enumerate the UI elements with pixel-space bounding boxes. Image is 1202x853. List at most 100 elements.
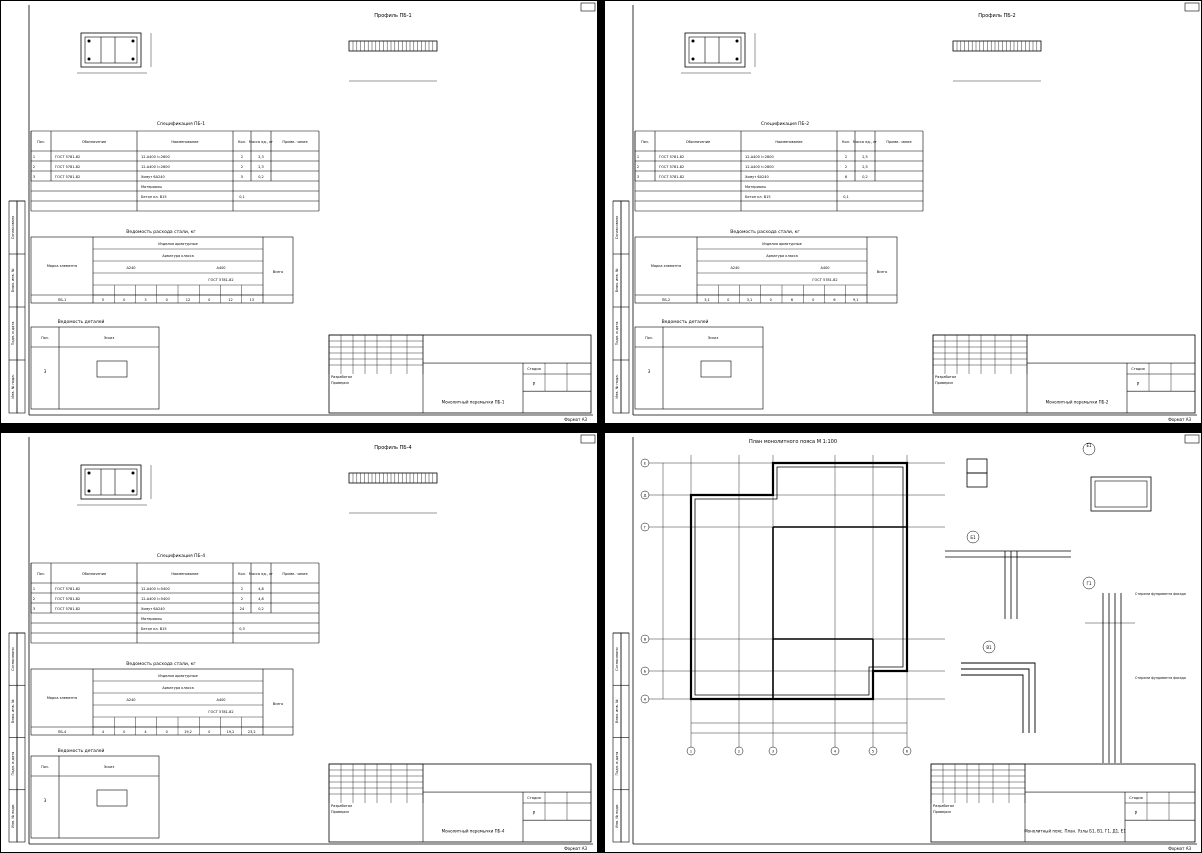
axis-label: Е xyxy=(644,462,646,466)
spec-cell: 2 xyxy=(241,155,243,159)
spec-header: Обозначение xyxy=(82,140,106,144)
spec-cell: 2 xyxy=(241,597,243,601)
detail-rebar xyxy=(961,668,1030,733)
vedomost-header: Изделия арматурные xyxy=(158,674,197,678)
spec-cell: 2 xyxy=(241,165,243,169)
wall-outline-inner xyxy=(694,466,904,696)
title-block-stage-label: Стадия xyxy=(527,796,540,800)
spec-cell: 0,2 xyxy=(862,175,868,179)
spec-cell: ГОСТ 5781-82 xyxy=(659,155,684,159)
vedomost-header: Арматура класса xyxy=(162,686,193,690)
title-block-stage-value: Р xyxy=(533,811,536,816)
details-title: Ведомость деталей xyxy=(58,318,105,325)
rebar-dot xyxy=(735,39,739,43)
vedomost-value: 13 xyxy=(250,298,254,302)
side-strip-label: Согласовано xyxy=(615,216,619,240)
axis-bubble xyxy=(640,522,650,532)
details-table xyxy=(30,755,160,839)
spec-header: Наименование xyxy=(775,140,802,144)
vedomost-value: 3,1 xyxy=(704,298,710,302)
spec-cell: 5 xyxy=(241,175,243,179)
vedomost-title: Ведомость расхода стали, кг xyxy=(126,661,196,667)
axis-bubble xyxy=(686,746,696,756)
title-block-title: Монолитный пояс. План. Узлы Б1, В1, Г1, … xyxy=(1024,829,1126,834)
vedomost-value: 19,2 xyxy=(227,730,235,734)
spec-cell: 4,8 xyxy=(258,587,264,591)
detail-bubble xyxy=(966,530,980,544)
rebar-dot xyxy=(131,39,135,43)
spec-cell: Бетон кл. В15 xyxy=(141,627,167,631)
axis-bubble xyxy=(734,746,744,756)
detail-rebar xyxy=(961,674,1024,733)
vedomost-value: 19,2 xyxy=(184,730,192,734)
spec-title: Спецификация ПБ-1 xyxy=(157,121,205,127)
title-block-person: Проверил xyxy=(935,381,953,385)
vedomost-header: ГОСТ 5781-82 xyxy=(208,710,233,714)
details-pos: 3 xyxy=(648,369,651,374)
beam-stirrup xyxy=(84,468,138,496)
spec-cell: 12-А400 l=5400 xyxy=(141,597,170,601)
vedomost-value: 0 xyxy=(166,730,168,734)
spec-cell: 2 xyxy=(241,587,243,591)
spec-header: Масса ед., кг xyxy=(249,140,273,144)
spec-title: Спецификация ПБ-4 xyxy=(157,553,205,559)
spec-cell: 1 xyxy=(33,587,35,591)
vedomost-value: 23,2 xyxy=(248,730,256,734)
spec-cell: ГОСТ 5781-82 xyxy=(55,587,80,591)
side-strip-label: Инв. № подл. xyxy=(11,374,15,398)
spec-cell: 12-А400 l=2800 xyxy=(745,165,774,169)
side-strip-label: Инв. № подл. xyxy=(11,804,15,828)
spec-header: Приме- чание xyxy=(886,140,911,144)
spec-header: Поз. xyxy=(37,140,45,144)
side-strip-label: Взам. инв. № xyxy=(615,268,619,292)
vedomost-header: А400 xyxy=(820,266,829,270)
details-header: Эскиз xyxy=(104,765,115,769)
stirrup-sketch xyxy=(96,360,128,378)
spec-cell: Хомут 6А240 xyxy=(141,175,165,179)
title-block-stage-label: Стадия xyxy=(1131,367,1144,371)
spec-cell: ГОСТ 5781-82 xyxy=(55,155,80,159)
details-pos: 3 xyxy=(44,798,47,803)
vedomost-value: 3 xyxy=(144,298,146,302)
spec-cell: Материалы xyxy=(141,617,162,621)
vedomost-value: 12 xyxy=(228,298,232,302)
beam-cross-section xyxy=(80,464,142,500)
title-block-stage-value: Р xyxy=(533,382,536,387)
detail-label: Б1 xyxy=(970,535,976,540)
vedomost-value: 0 xyxy=(208,730,210,734)
profile-title: Профиль ПБ-1 xyxy=(374,13,411,19)
details-header: Поз. xyxy=(41,765,49,769)
sheet-corner-box xyxy=(580,2,596,12)
side-strip-label: Взам. инв. № xyxy=(11,699,15,723)
vedomost-value: 3,1 xyxy=(747,298,753,302)
spec-cell: 3 xyxy=(637,175,639,179)
vedomost-header: Изделия арматурные xyxy=(762,242,801,246)
rebar-dot xyxy=(691,39,695,43)
spec-cell: 1 xyxy=(33,155,35,159)
details-table xyxy=(30,326,160,410)
spec-cell: Материалы xyxy=(141,185,162,189)
spec-cell: ГОСТ 5781-82 xyxy=(55,597,80,601)
spec-cell: 24 xyxy=(240,607,245,611)
vedomost-mark: ПБ-1 xyxy=(58,298,67,302)
vedomost-value: 0 xyxy=(166,298,168,302)
spec-cell: 0,2 xyxy=(258,607,264,611)
vedomost-mark: ПБ-2 xyxy=(662,298,671,302)
spec-cell: 12-А400 l=2600 xyxy=(141,165,170,169)
vedomost-value: 0 xyxy=(812,298,814,302)
detail-note: Стержни фундамента фасада xyxy=(1135,676,1186,680)
spec-cell: 2 xyxy=(33,165,35,169)
spec-cell: 0,1 xyxy=(843,195,849,199)
spec-cell: 2,3 xyxy=(258,155,264,159)
spec-header: Наименование xyxy=(171,572,198,576)
vedomost-table xyxy=(634,236,898,304)
spec-header: Кол. xyxy=(238,140,246,144)
detail-bubble xyxy=(1082,442,1096,456)
vedomost-title: Ведомость расхода стали, кг xyxy=(126,229,196,235)
format-label: Формат А3 xyxy=(564,846,587,851)
